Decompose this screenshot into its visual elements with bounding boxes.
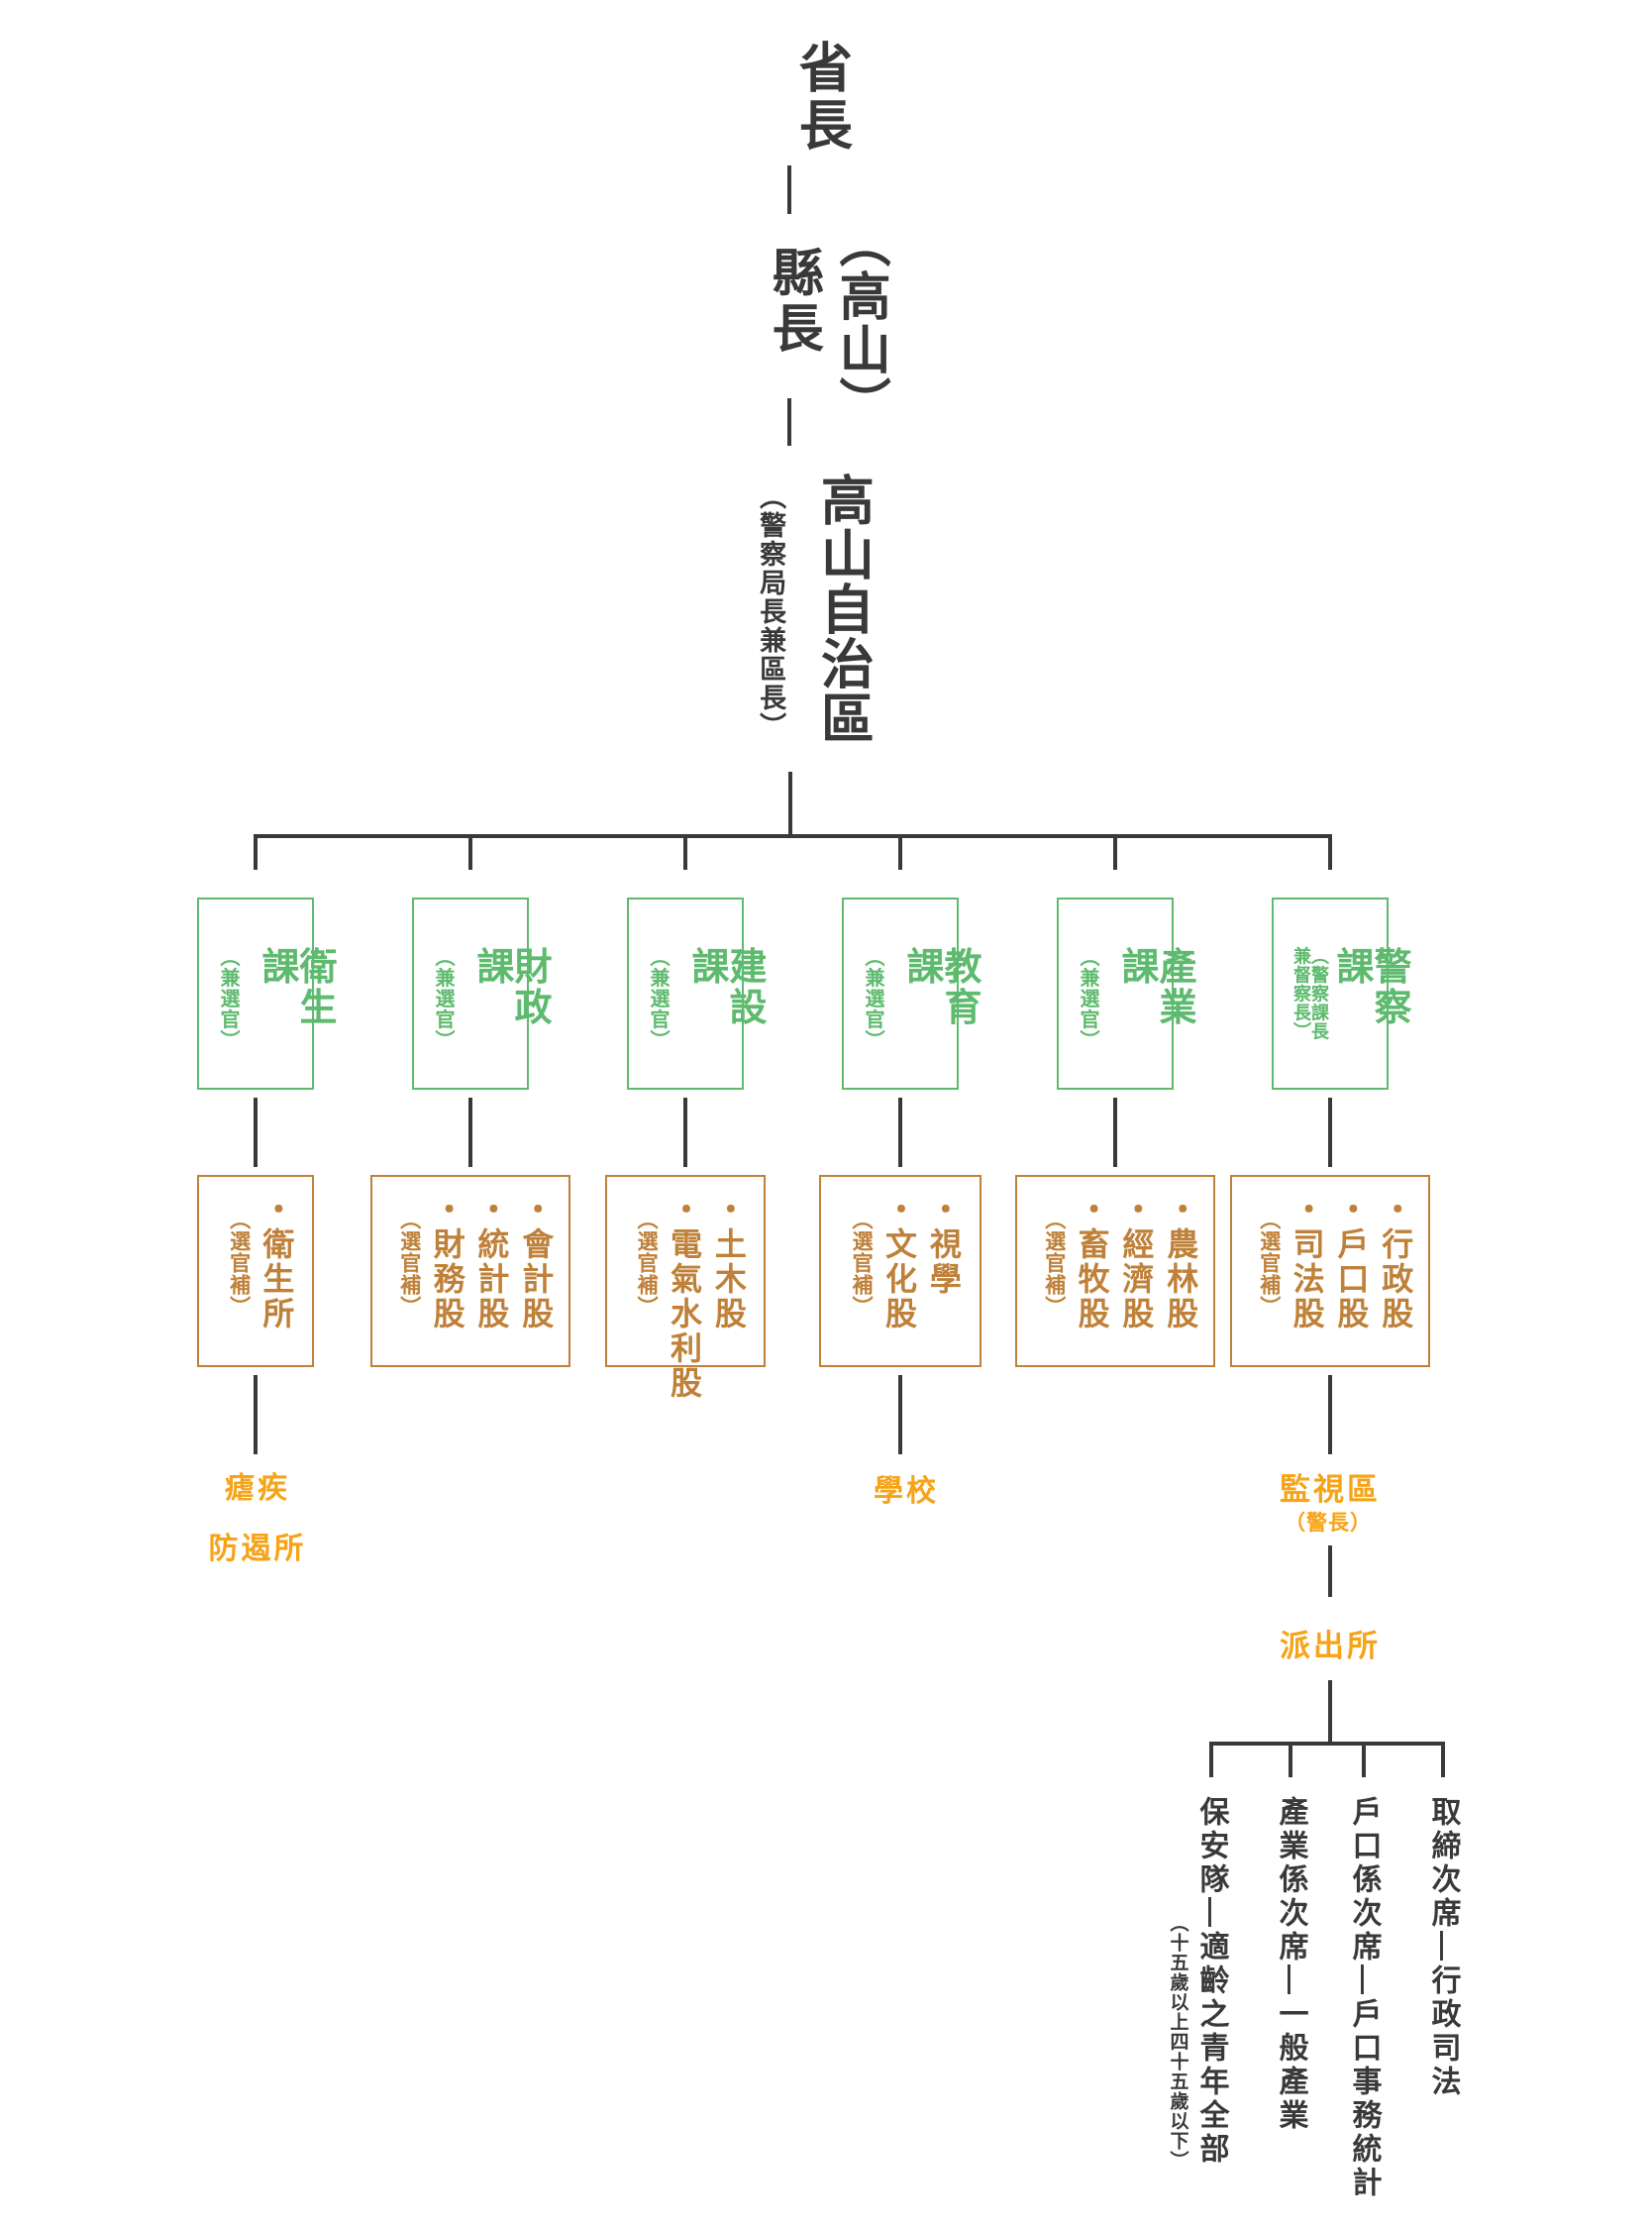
- spine-line: [788, 772, 792, 837]
- unit-security-corps: 保安隊—適齡之青年全部: [1194, 1796, 1228, 2167]
- surveillance-district-label: 監視區: [1280, 1472, 1381, 1507]
- dept-title: 產業課: [1115, 946, 1194, 1028]
- sub-box-construction: ・土木股 ・電氣水利股 （選官補）: [605, 1175, 766, 1401]
- section-note: （選官補）: [850, 1209, 874, 1318]
- section-label: ・戶口股: [1333, 1193, 1370, 1331]
- connector-line: [787, 398, 791, 446]
- sub-box-health: ・衛生所 （選官補）: [197, 1175, 314, 1367]
- section-label: ・財務股: [429, 1193, 465, 1331]
- police-substation-label: 派出所: [1280, 1629, 1381, 1663]
- section-note: （選官補）: [397, 1209, 421, 1318]
- link-line: [683, 1098, 687, 1167]
- region-note: （警察局長兼區長）: [756, 482, 786, 741]
- link-line: [898, 1098, 902, 1167]
- section-label: ・會計股: [518, 1193, 555, 1331]
- department-connector: [254, 834, 1332, 838]
- connector-line: [787, 165, 791, 214]
- dept-note: （兼選官）: [862, 946, 883, 1051]
- drop-line: [254, 834, 258, 870]
- section-note: （選官補）: [1042, 1209, 1066, 1318]
- dept-box-police: 警察課 （警察課長兼督察長）: [1272, 898, 1409, 1090]
- sub-box-industry: ・農林股 ・經濟股 ・畜牧股 （選官補）: [1015, 1175, 1215, 1367]
- section-label: ・文化股: [881, 1193, 917, 1331]
- section-note: （選官補）: [227, 1209, 251, 1318]
- link-line: [468, 1098, 472, 1167]
- dept-box-health: 衛生課 （兼選官）: [197, 898, 335, 1090]
- link-line: [1113, 1098, 1117, 1167]
- school-label: 學校: [874, 1475, 939, 1508]
- sub-box-police: ・行政股 ・戶口股 ・司法股 （選官補）: [1230, 1175, 1430, 1367]
- dept-box-finance: 財政課 （兼選官）: [412, 898, 550, 1090]
- county-prefix: （高山）: [831, 216, 889, 430]
- section-label: ・經濟股: [1118, 1193, 1155, 1331]
- unit-enforcement: 取締次席—行政司法: [1426, 1796, 1460, 2099]
- dept-title: 財政課: [470, 946, 550, 1028]
- drop-line: [1362, 1742, 1366, 1777]
- dept-box-education: 教育課 （兼選官）: [842, 898, 980, 1090]
- link-line: [254, 1098, 258, 1167]
- section-label: ・視學: [925, 1193, 962, 1297]
- leaf-line: [254, 1375, 258, 1454]
- drop-line: [683, 834, 687, 870]
- drop-line: [1113, 834, 1117, 870]
- section-note: （選官補）: [1257, 1209, 1281, 1318]
- dept-note: （兼選官）: [432, 946, 454, 1051]
- dept-title: 警察課: [1330, 946, 1409, 1028]
- governor-title: 省長: [790, 40, 851, 155]
- county-governor-title: 縣長: [764, 246, 822, 357]
- section-label: ・統計股: [473, 1193, 510, 1331]
- station-connector: [1209, 1742, 1445, 1746]
- drop-line: [1441, 1742, 1445, 1777]
- dept-box-construction: 建設課 （兼選官）: [627, 898, 765, 1090]
- drop-line: [898, 834, 902, 870]
- sub-box-finance: ・會計股 ・統計股 ・財務股 （選官補）: [370, 1175, 570, 1367]
- dept-box-industry: 產業課 （兼選官）: [1057, 898, 1194, 1090]
- dept-note: （兼選官）: [217, 946, 239, 1051]
- section-label: ・電氣水利股: [667, 1193, 702, 1401]
- section-label: ・土木股: [710, 1193, 747, 1331]
- dept-title: 建設課: [685, 946, 765, 1028]
- malaria-office-label: 瘧疾 防遏所: [209, 1463, 307, 1567]
- unit-security-corps-note: （十五歲以上四十五歲以下）: [1167, 1913, 1188, 2171]
- drop-line: [1209, 1742, 1213, 1777]
- unit-industry: 產業係次席—一般產業: [1274, 1796, 1307, 2133]
- section-label: ・農林股: [1163, 1193, 1199, 1331]
- leaf-line: [1328, 1375, 1332, 1454]
- unit-household: 戶口係次席—戶口事務統計: [1347, 1796, 1381, 2200]
- dept-note: （警察課長兼督察長）: [1291, 946, 1329, 1041]
- station-spine-line: [1328, 1680, 1332, 1742]
- region-title: 高山自治區: [812, 473, 873, 745]
- leaf-line: [898, 1375, 902, 1454]
- dept-title: 教育課: [900, 946, 980, 1028]
- section-label: ・行政股: [1378, 1193, 1414, 1331]
- section-label: ・司法股: [1289, 1193, 1325, 1331]
- malaria-office-line1: 瘧疾: [225, 1472, 290, 1505]
- link-line: [1328, 1098, 1332, 1167]
- sub-box-education: ・視學 ・文化股 （選官補）: [819, 1175, 981, 1367]
- dept-note: （兼選官）: [1077, 946, 1098, 1051]
- police-link-line: [1328, 1545, 1332, 1597]
- section-label: ・衛生所: [258, 1193, 295, 1331]
- surveillance-district-note: （警長）: [1285, 1512, 1372, 1535]
- dept-title: 衛生課: [256, 946, 335, 1028]
- drop-line: [1289, 1742, 1292, 1777]
- section-note: （選官補）: [635, 1209, 659, 1318]
- dept-note: （兼選官）: [647, 946, 669, 1051]
- malaria-office-line2: 防遏所: [208, 1533, 307, 1565]
- drop-line: [468, 834, 472, 870]
- drop-line: [1328, 834, 1332, 870]
- section-label: ・畜牧股: [1074, 1193, 1110, 1331]
